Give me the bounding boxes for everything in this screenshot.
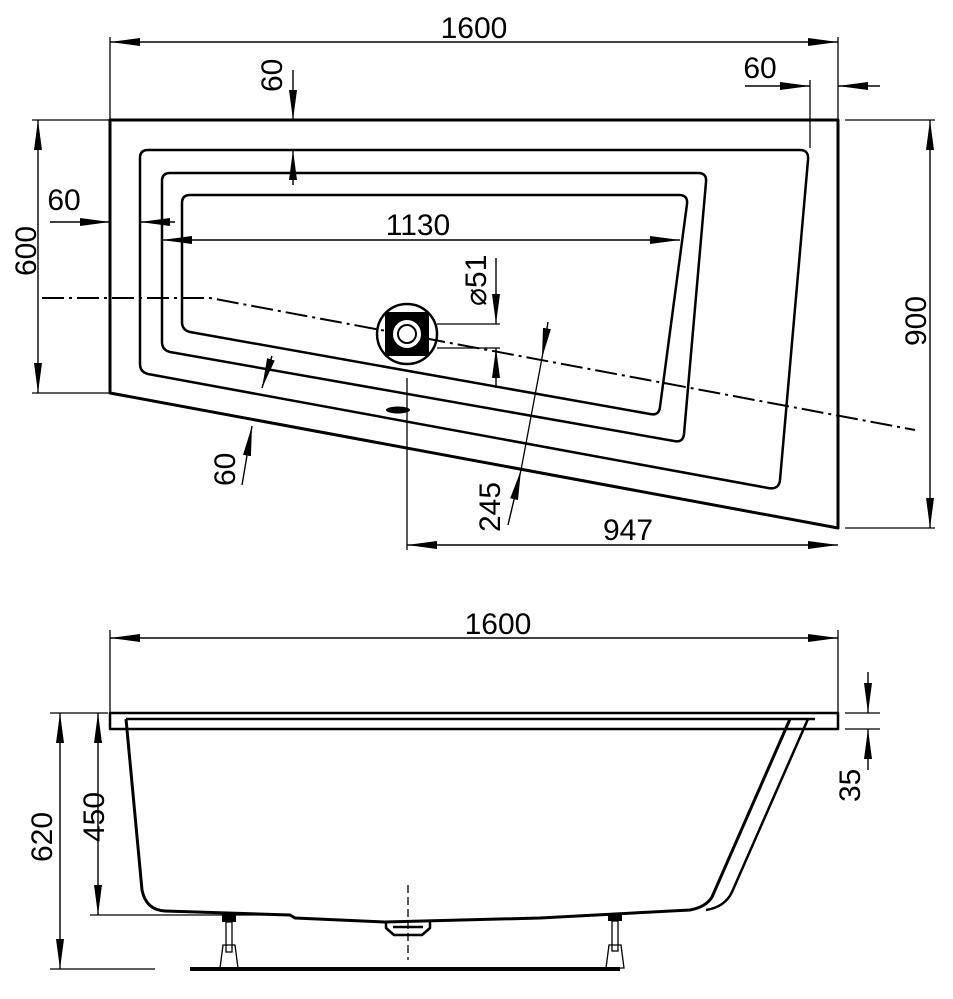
support-leg-right xyxy=(605,913,625,969)
tub-basin-floor xyxy=(180,193,689,416)
tub-rim xyxy=(108,711,840,731)
label-drain-offset: 245 xyxy=(474,482,507,532)
label-rim-left: 60 xyxy=(47,184,80,217)
label-drain-diameter: ⌀51 xyxy=(460,255,493,306)
drain-icon xyxy=(375,302,439,366)
label-rim-top: 60 xyxy=(256,59,289,92)
label-inner-length: 1130 xyxy=(386,209,451,242)
label-rim-thickness: 35 xyxy=(834,769,867,802)
label-total-height: 620 xyxy=(26,812,59,862)
label-rim-bottom: 60 xyxy=(209,453,242,486)
tub-body xyxy=(124,718,792,924)
label-drain-to-end: 947 xyxy=(603,514,653,547)
tub-basin-edge xyxy=(160,171,708,443)
overflow-icon xyxy=(386,406,410,414)
top-view: 1600 60 60 600 60 1130 ⌀51 900 xyxy=(10,12,935,550)
drain-trap-icon xyxy=(384,885,432,960)
tub-rim-inner xyxy=(138,148,810,490)
label-rim-right: 60 xyxy=(743,52,776,85)
label-overall-length: 1600 xyxy=(441,12,508,45)
side-view: 1600 620 450 xyxy=(26,608,880,971)
support-leg-left xyxy=(219,914,239,969)
label-side-overall-length: 1600 xyxy=(465,608,532,641)
label-wide-width: 900 xyxy=(900,296,933,346)
label-narrow-width: 600 xyxy=(10,226,43,276)
center-line xyxy=(42,297,916,431)
label-depth: 450 xyxy=(78,792,111,842)
tub-outline-outer xyxy=(108,118,840,530)
